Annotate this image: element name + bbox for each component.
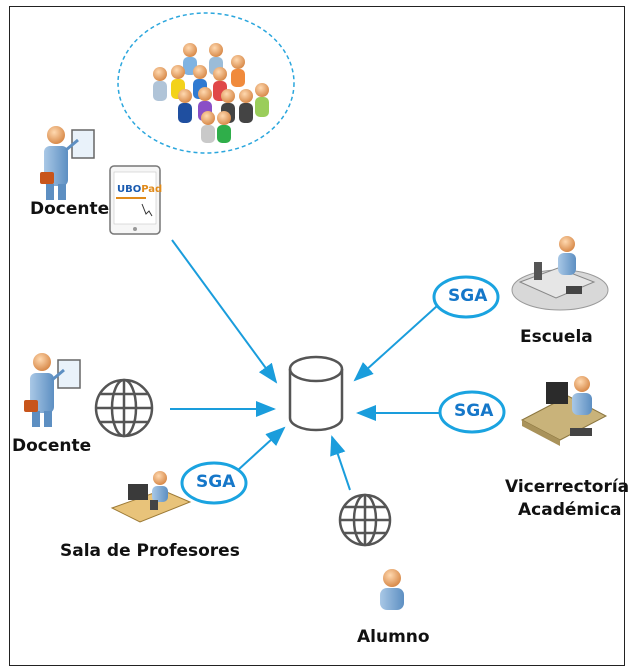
database-icon (288, 355, 344, 432)
sga-badge-vice (438, 390, 506, 434)
ubopad-brand: UBOPad (117, 184, 162, 195)
label-sala: Sala de Profesores (60, 541, 240, 561)
label-vice-line2: Académica (518, 500, 622, 520)
sga-label-escuela: SGA (448, 286, 488, 306)
label-vice-line1: Vicerrectoría (505, 477, 630, 497)
arrow-escuela (353, 305, 438, 382)
globe-icon-docente (94, 378, 154, 438)
connection-arrows (170, 239, 444, 491)
arrow-sala (237, 426, 286, 471)
sga-label-vice: SGA (454, 401, 494, 421)
ubopad-tablet-icon: UBOPad (109, 165, 162, 235)
alumno-person-icon (380, 569, 404, 610)
sga-badges (180, 275, 506, 505)
label-escuela: Escuela (520, 327, 593, 347)
escuela-workstation-icon (511, 236, 609, 311)
label-docente-top: Docente (30, 199, 110, 219)
globe-icon-alumno (338, 493, 392, 547)
vicerrectoria-workstation-icon (520, 376, 608, 446)
label-docente-left: Docente (12, 436, 92, 456)
architecture-diagram: UBOPad (24, 12, 609, 610)
docente-left-person-icon (24, 353, 81, 427)
arrow-alumno (330, 435, 351, 491)
sga-badge-sala (180, 461, 248, 505)
label-alumno: Alumno (357, 627, 430, 647)
docente-top-person-icon (40, 126, 95, 200)
arrow-docente-tablet (171, 239, 278, 384)
sga-label-sala: SGA (196, 472, 236, 492)
students-crowd (117, 12, 295, 154)
sga-badge-escuela (432, 275, 500, 319)
sala-workstation-icon (110, 471, 192, 523)
